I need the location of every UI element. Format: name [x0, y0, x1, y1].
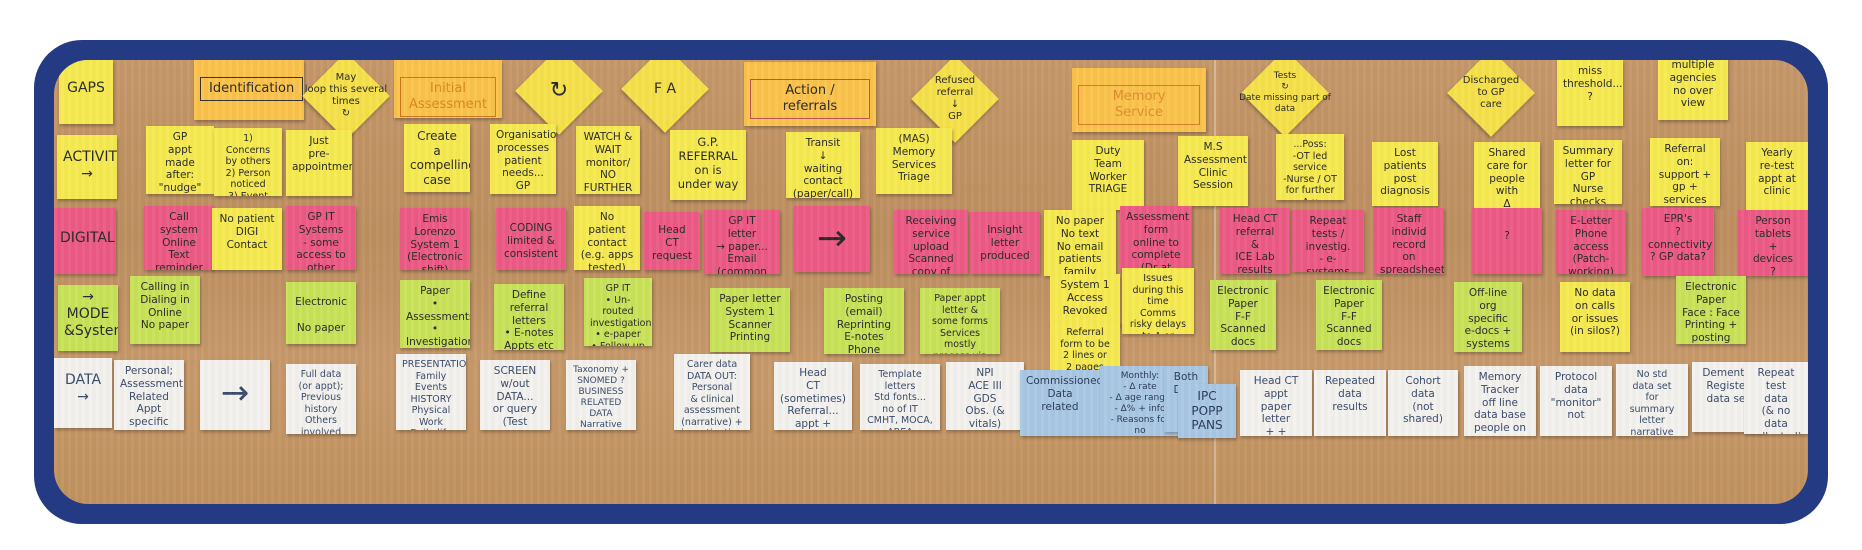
note-issues: Issues during this time Comms risky dela… [1122, 268, 1194, 334]
note-head-ct: Head CT (sometimes) Referral... appt + r… [774, 362, 852, 430]
note-watch-wait: WATCH & WAIT monitor/ NO FURTHER ACTION [576, 126, 640, 194]
row-label-digital: DIGITAL [54, 208, 116, 274]
note-carer-data: Carer data DATA OUT: Personal & clinical… [674, 354, 750, 430]
note-person-tablets: Person tablets + devices ? [1738, 210, 1808, 276]
diamond-fa: F A [621, 60, 709, 133]
note-just-pre-appointment: Just pre- appointment [286, 130, 352, 196]
note-insight: Insight letter produced [970, 212, 1040, 274]
diamond-refused-referral-text: Refused referral ↓ GP [934, 75, 976, 122]
note-template-letters: Template letters Std fonts... no of IT C… [860, 364, 940, 430]
note-memory-triage: (MAS) Memory Services Triage [876, 128, 952, 194]
note-duty-team: Duty Team Worker TRIAGE [1072, 140, 1144, 210]
diamond-may-loop: May loop this several times ↻ [302, 60, 390, 140]
note-gp-it-systems: GP IT Systems - some access to other sys… [286, 206, 356, 270]
note-lost-patients: Lost patients post diagnosis [1372, 142, 1438, 206]
note-protocol-data: Protocol data "monitor" not [1540, 366, 1612, 436]
note-paper-appt: Paper appt letter & some forms Services … [920, 288, 1000, 354]
note-emis: Emis Lorenzo System 1 (Electronic shift)… [400, 208, 470, 270]
header-memory-service: Memory Service [1072, 68, 1206, 132]
note-posting: Posting (email) Reprinting E-notes Phone… [824, 288, 904, 354]
note-assessment-form: Assessment form online to complete (Dr a… [1120, 206, 1192, 272]
note-gp-it-mode: GP IT • Un-routed investigations • e-pap… [584, 278, 652, 346]
diamond-discharged: Discharged to GP care [1447, 60, 1535, 137]
note-head-ct-ice: Head CT referral & ICE Lab results [1220, 208, 1290, 274]
note-electronic-paper-ff: Electronic Paper F-F Scanned docs Printi… [1210, 280, 1276, 350]
note-concerns: 1) Concerns by others 2) Person noticed … [214, 128, 282, 196]
note-create-case: Create a compelling case [404, 124, 470, 192]
note-personal: Personal; Assessment Related Appt specif… [114, 360, 184, 430]
note-ipc-pans: IPC POPP PANS [1178, 384, 1236, 438]
note-full-data: Full data (or appt); Previous history Ot… [286, 364, 356, 434]
note-miss-threshold: miss threshold... ? [1557, 60, 1623, 126]
diamond-refused-referral: Refused referral ↓ GP [911, 60, 999, 143]
note-system1-access: System 1 Access Revoked [1050, 274, 1120, 326]
note-no-patient-contact: No patient contact (e.g. apps tested) [574, 206, 640, 270]
note-ms-assessment: M.S Assessment Clinic Session [1178, 136, 1248, 206]
note-no-data-calls: No data on calls or issues (in silos?) [1560, 282, 1630, 352]
note-gp-appt: GP appt made after: "nudge" [146, 126, 214, 194]
sticky-note-board: GAPS ACTIVITY → DIGITAL → MODE &Systems … [54, 60, 1808, 504]
diamond-tests: Tests ↻ Date missing part of data [1239, 60, 1331, 137]
note-staff-notes: Staff individ record on spreadsheet in s… [1374, 208, 1444, 274]
note-head-ct-appt: Head CT appt paper letter + + [1240, 370, 1312, 436]
header-initial-assessment-text: Initial Assessment [400, 77, 496, 117]
note-gp-it-letter: GP IT letter → paper... Email (common Ph… [704, 210, 780, 274]
note-multiple-agencies: multiple agencies no over view [1658, 60, 1728, 120]
header-identification: Identification [194, 60, 304, 120]
note-taxonomy: Taxonomy + SNOMED ? BUSINESS RELATED DAT… [566, 360, 636, 430]
header-initial-assessment: Initial Assessment [394, 60, 502, 118]
diamond-cycle: ↻ [515, 60, 603, 135]
note-define-referral: Define referral letters • E-notes Appts … [494, 284, 564, 350]
note-npi: NPI ACE III GDS Obs. (& vitals) [946, 362, 1024, 430]
note-paper-letter: Paper letter System 1 Scanner Printing [710, 288, 790, 352]
note-transit: Transit ↓ waiting contact (paper/call) [786, 132, 860, 198]
note-data-arrow: → [200, 360, 270, 430]
diamond-discharged-text: Discharged to GP care [1462, 75, 1520, 110]
note-commissioned: Commissioned Data related [1020, 370, 1100, 436]
note-repeat-tests: Repeat tests / investig. - e-systems (& … [1292, 210, 1364, 272]
header-fa-text: F A [653, 80, 677, 97]
diamond-tests-text: Tests ↻ Date missing part of data [1239, 71, 1331, 114]
note-shared-care: Shared care for people with Δ (if sharin… [1474, 142, 1540, 208]
note-screen: SCREEN w/out DATA... or query (Test data… [480, 360, 550, 430]
diamond-cycle-icon: ↻ [549, 77, 569, 103]
note-eprs: EPR's ? connectivity ? GP data? [1642, 208, 1714, 276]
note-paper-assessments: Paper • Assessments • Investigation requ… [400, 280, 470, 348]
note-repeat-test: Repeat test data (& no data collected) [1744, 362, 1808, 434]
note-no-patient-digi: No patient DIGI Contact [212, 208, 282, 270]
note-poss: ...Poss: -OT led service -Nurse / OT for… [1276, 134, 1344, 200]
row-label-activity: ACTIVITY → [57, 135, 117, 199]
header-action-referrals: Action / referrals [744, 62, 876, 126]
header-action-referrals-text: Action / referrals [750, 79, 870, 119]
row-label-gaps: GAPS [59, 60, 113, 124]
header-identification-text: Identification [200, 77, 304, 101]
row-label-mode-systems: → MODE &Systems [58, 285, 118, 351]
diamond-may-loop-text: May loop this several times ↻ [304, 72, 388, 119]
note-org-processes: Organisation processes patient needs... … [490, 124, 556, 194]
note-cohort-data: Cohort data (not shared) [1388, 370, 1458, 436]
header-memory-service-text: Memory Service [1078, 85, 1200, 125]
note-electronic: Electronic No paper [286, 282, 356, 344]
note-referral-on: Referral on: support + gp + services [1650, 138, 1720, 206]
note-question: ? [1472, 208, 1542, 274]
note-e-letter: E-Letter Phone access (Patch-working) (o… [1556, 210, 1626, 274]
row-label-data: DATA → [54, 358, 112, 428]
note-presentation: PRESENTATION Family Events HISTORY Physi… [396, 354, 466, 430]
note-coding: CODING limited & consistent [496, 208, 566, 270]
note-receiving-service: Receiving service upload Scanned copy of… [894, 210, 968, 274]
note-memory-tracker: Memory Tracker off line data base people… [1464, 366, 1536, 436]
note-gp-referral: G.P. REFERRAL on is under way [670, 130, 746, 200]
note-electronic-paper-face: Electronic Paper Face : Face Printing + … [1676, 276, 1746, 344]
note-head-ct-request: Head CT request [644, 212, 700, 270]
note-arrow: → [794, 206, 870, 272]
note-call-system: Call system Online Text reminder "nudge … [144, 206, 214, 270]
note-repeated-data: Repeated data results [1314, 370, 1386, 436]
note-yearly-retest: Yearly re-test appt at clinic [1746, 142, 1808, 210]
note-offline-org: Off-line org specific e-docs + systems [1454, 282, 1522, 352]
note-summary-letter: Summary letter for GP Nurse checks [1554, 140, 1622, 204]
note-no-paper: No paper No text No email patients famil… [1044, 210, 1116, 276]
note-calling-in: Calling in Dialing in Online No paper [130, 276, 200, 344]
note-electronic-paper-ff-2: Electronic Paper F-F Scanned docs Printi… [1316, 280, 1382, 350]
note-no-std-data: No std data set for summary letter narra… [1616, 364, 1688, 436]
